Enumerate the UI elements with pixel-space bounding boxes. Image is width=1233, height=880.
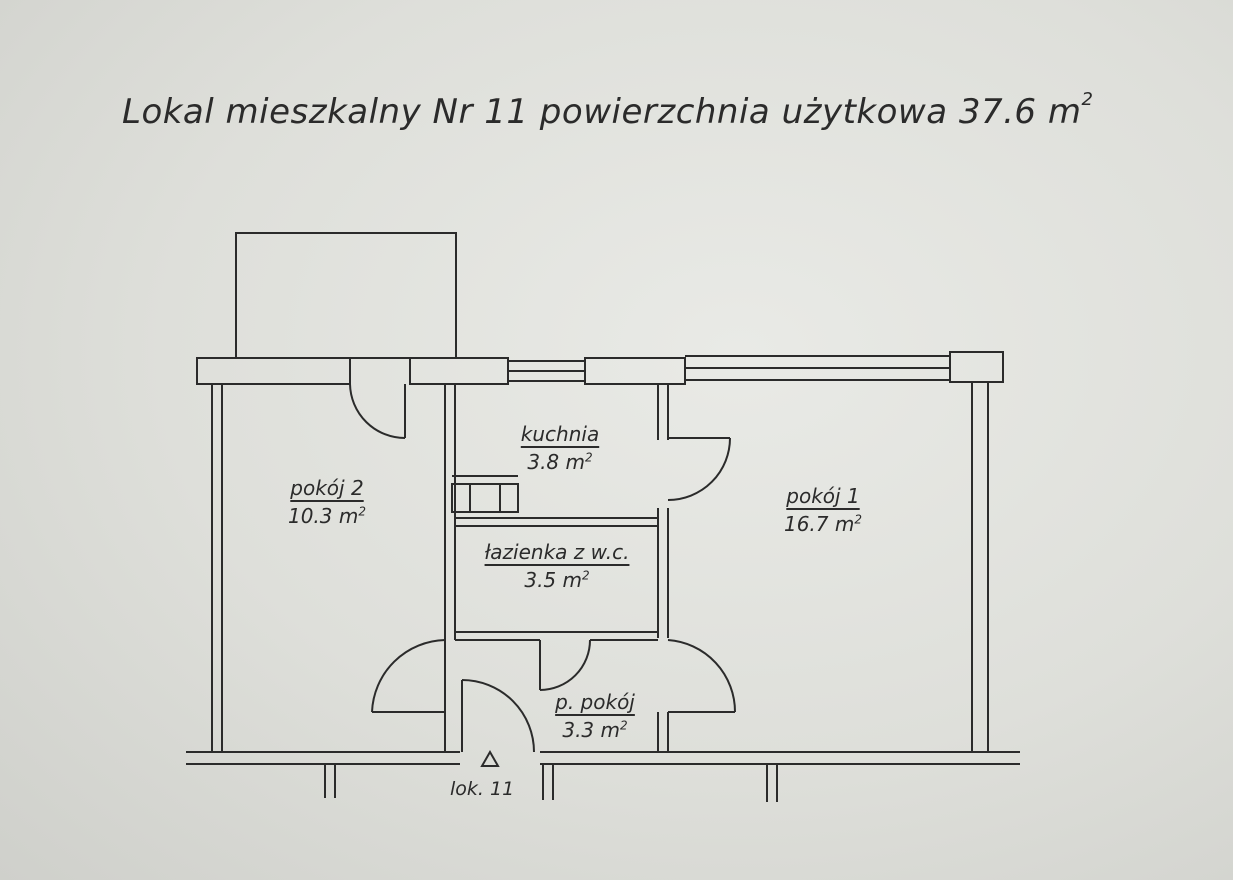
top-wall-right [949,351,1004,383]
entrance-marker [480,749,500,767]
top-wall-mid [409,357,509,385]
room-label-p-pokoj: p. pokój 3.3 m2 [555,690,635,742]
top-wall-mid2 [584,357,686,385]
balcony [235,232,457,359]
room-label-pokoj-2: pokój 2 10.3 m2 [287,476,366,528]
kitchen-stove [451,483,519,513]
room-label-pokoj-1: pokój 1 16.7 m2 [783,484,862,536]
room-label-lazienka: łazienka z w.c. 3.5 m2 [484,540,630,592]
top-wall-left [196,357,351,385]
plan-title: Lokal mieszkalny Nr 11 powierzchnia użyt… [122,88,1094,132]
entrance-label: lok. 11 [450,778,515,800]
room-label-kuchnia: kuchnia 3.8 m2 [520,422,600,474]
